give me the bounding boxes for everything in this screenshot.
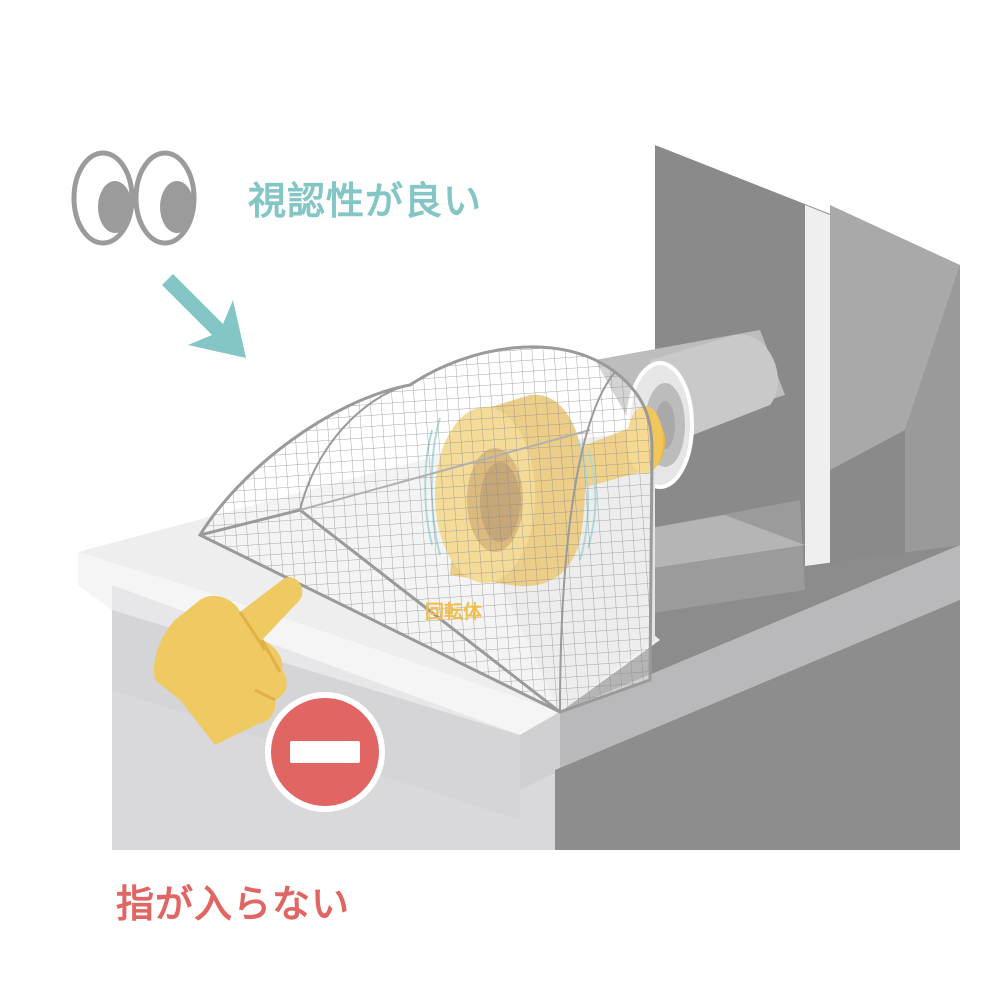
rotating-body-label: 回転体 bbox=[425, 601, 483, 623]
no-entry-icon bbox=[265, 692, 385, 812]
visibility-label: 視認性が良い bbox=[248, 179, 483, 223]
arrow-down-right-icon bbox=[155, 274, 246, 358]
eyes-icon bbox=[71, 150, 197, 246]
mesh-guard bbox=[197, 345, 654, 714]
fingers-blocked-label: 指が入らない bbox=[116, 882, 351, 926]
pointing-hand-icon bbox=[154, 577, 303, 745]
